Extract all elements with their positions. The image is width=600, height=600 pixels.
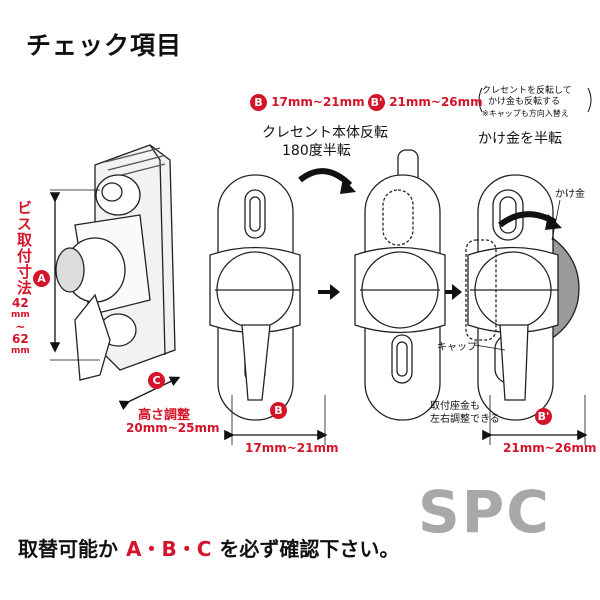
hook-label: かけ金 (555, 185, 585, 200)
half-turn-label: 180度半転 (282, 143, 351, 159)
dimension-bp-bottom: 21mm~26mm (503, 441, 597, 455)
dimension-bp-badge: B' (535, 406, 552, 425)
dimension-a-badge: A (33, 268, 50, 287)
dimension-c-badge: C (148, 370, 165, 389)
crescent-flipped-view (354, 149, 446, 421)
dimension-b-bottom: 17mm~21mm (245, 441, 339, 455)
crescent-front-view (209, 174, 328, 445)
cap-label: キャップ (437, 342, 477, 353)
crescent-3d-view (49, 144, 181, 411)
reverse-note: クレセントを反転して かけ金も反転する ※キャップも方向入替え (482, 86, 572, 118)
page-title: チェック項目 (26, 31, 183, 60)
dimension-b-top: B 17mm~21mm (250, 94, 365, 111)
crescent-reverse-label: クレセント本体反転 (262, 125, 388, 141)
spc-logo: SPC (418, 478, 551, 546)
next-arrow-2 (440, 284, 462, 300)
next-arrow-1 (318, 284, 340, 300)
dimension-c-range: 20mm~25mm (126, 421, 220, 435)
dimension-bp-top: B' 21mm~26mm (368, 94, 483, 111)
dimension-c-label: 高さ調整 (138, 408, 191, 423)
hook-half-turn-label: かけ金を半転 (478, 131, 562, 147)
base-adjust-note: 取付座金も 左右調整できる (430, 401, 500, 425)
dimension-a-label: ビス取付寸法 (15, 200, 33, 296)
dimension-b-badge: B (270, 400, 287, 419)
dimension-a-range: 42 mm ~ 62 mm (11, 296, 30, 356)
hook-half-turn-view (465, 174, 588, 445)
